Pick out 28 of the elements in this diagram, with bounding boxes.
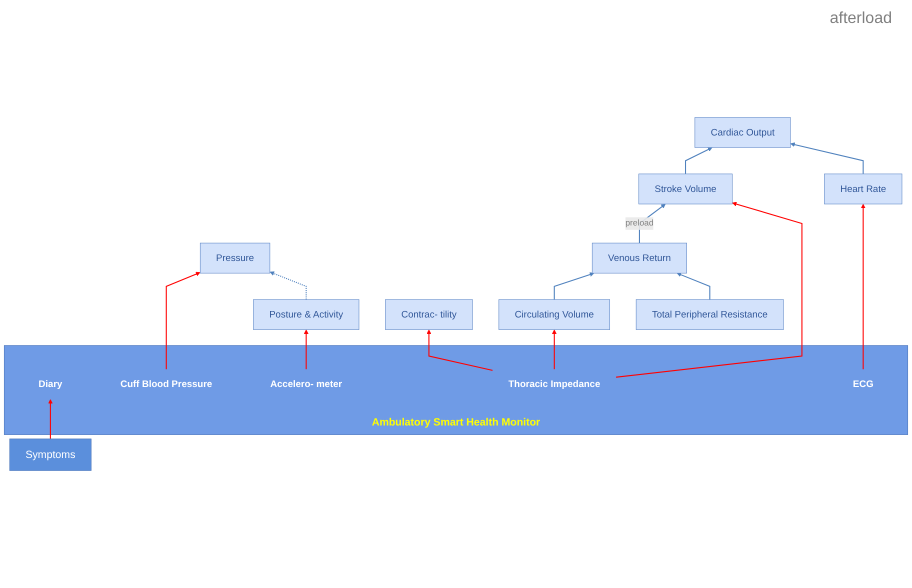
arrow [676, 272, 710, 300]
arrow [685, 147, 712, 174]
node-box: Posture & Activity [253, 299, 360, 330]
node-text: Diary [38, 378, 62, 390]
node-text: ECG [852, 378, 874, 390]
arrow [270, 271, 307, 300]
node-box: Symptoms [9, 438, 92, 471]
node-box: Cardiac Output [694, 117, 791, 148]
arrow [790, 142, 864, 174]
node-box: Circulating Volume [498, 299, 610, 330]
arrow [304, 329, 308, 370]
arrow [554, 272, 594, 300]
node-box: Pressure [200, 242, 270, 274]
node-text: Accelero- meter [270, 378, 342, 390]
annotation-text: afterload [830, 10, 892, 28]
node-box: Contrac- tility [385, 299, 473, 330]
arrow [166, 272, 200, 370]
node-box: Heart Rate [824, 174, 902, 204]
node-text: Thoracic Impedance [508, 378, 600, 390]
arrow [426, 329, 493, 371]
arrow [552, 329, 557, 370]
node-text: Cuff Blood Pressure [120, 378, 212, 390]
edge-label: preload [625, 218, 654, 228]
node-box: Venous Return [592, 242, 687, 274]
node-box: Stroke Volume [638, 174, 732, 204]
arrow [860, 204, 866, 370]
node-box: Total Peripheral Resistance [636, 299, 784, 330]
arrow [48, 399, 53, 439]
